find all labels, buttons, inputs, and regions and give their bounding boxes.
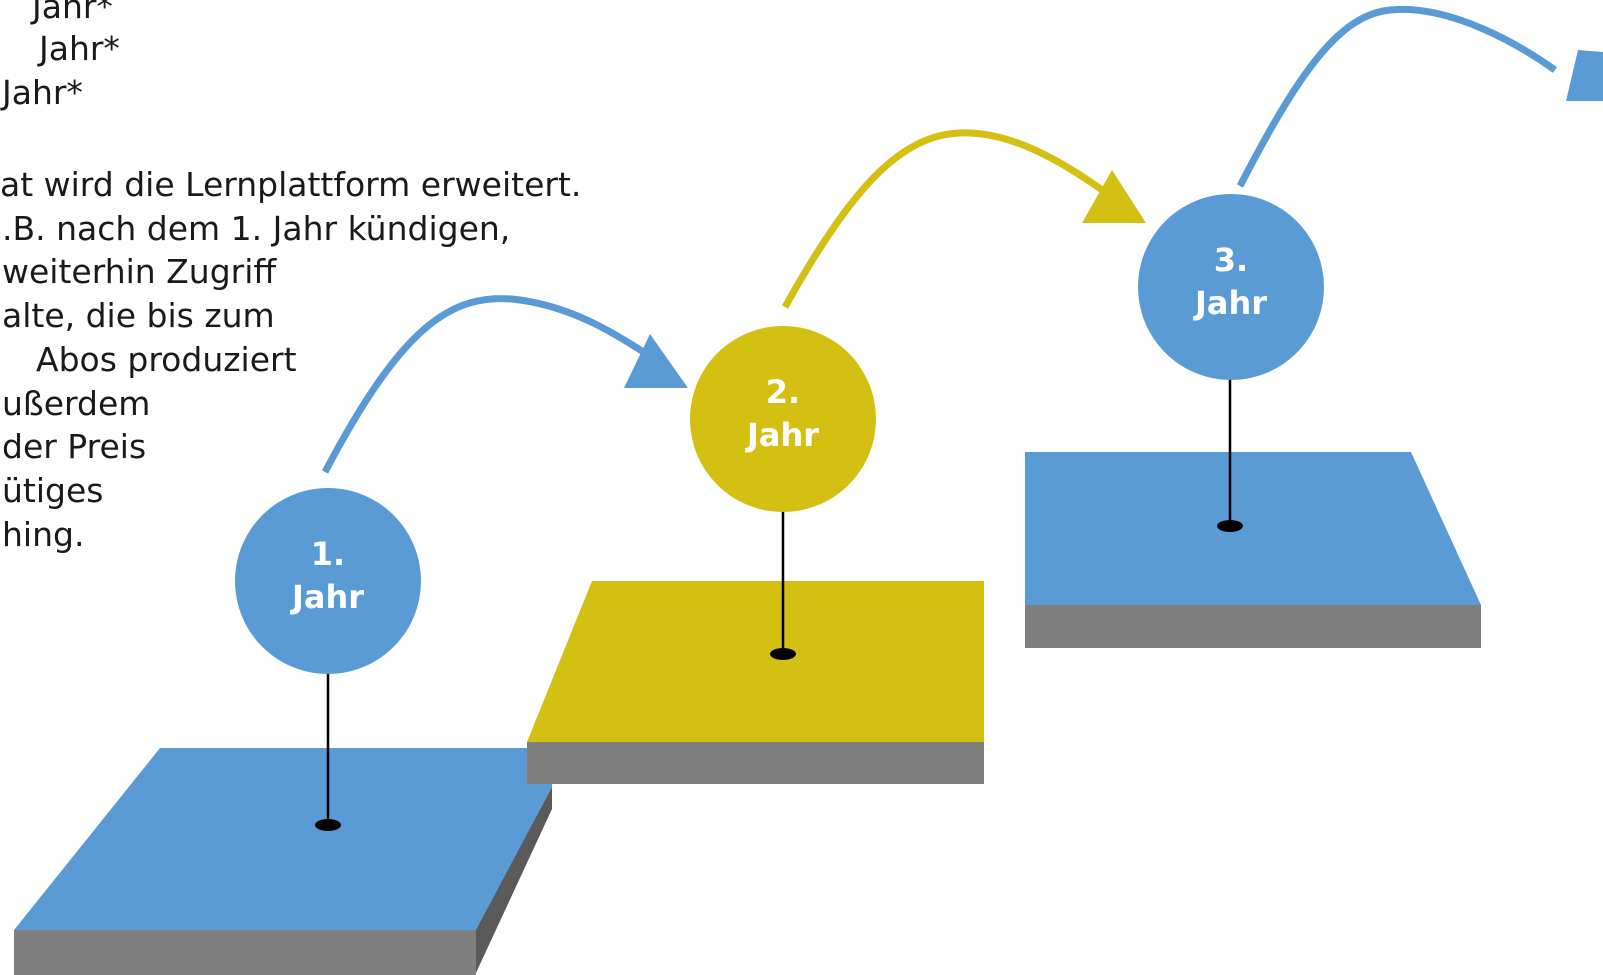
intro-line: der Preis bbox=[2, 427, 146, 466]
platform-top bbox=[1025, 452, 1481, 605]
arrow-head-icon bbox=[1566, 50, 1603, 101]
platform-top bbox=[527, 581, 984, 742]
intro-line: at wird die Lernplattform erweitert. bbox=[0, 165, 581, 204]
intro-line: ußerdem bbox=[2, 384, 150, 423]
pin-base bbox=[315, 819, 341, 831]
pin-base bbox=[1217, 520, 1243, 532]
badge-label: Jahr bbox=[290, 578, 364, 616]
intro-line: Abos produziert bbox=[36, 340, 297, 379]
badge-number: 1. bbox=[311, 535, 345, 573]
platform-front bbox=[527, 742, 984, 784]
pins bbox=[315, 378, 1243, 831]
intro-line: .B. nach dem 1. Jahr kündigen, bbox=[2, 209, 510, 248]
step-2-platform bbox=[527, 581, 984, 784]
arrow-curve bbox=[1236, 5, 1558, 188]
badge-label: Jahr bbox=[1193, 284, 1267, 322]
intro-line: weiterhin Zugriff bbox=[2, 252, 277, 291]
intro-line: hing. bbox=[2, 515, 84, 554]
badge-number: 3. bbox=[1214, 241, 1248, 279]
intro-line: Jahr* bbox=[30, 0, 113, 26]
badge-number: 2. bbox=[766, 373, 800, 411]
arrow-curve bbox=[321, 295, 650, 474]
badge-circle bbox=[690, 326, 876, 512]
platform-front bbox=[1025, 605, 1481, 648]
badge-circle bbox=[1138, 194, 1324, 380]
pin-base bbox=[770, 648, 796, 660]
platform-top bbox=[14, 748, 552, 930]
platform-front bbox=[14, 930, 476, 975]
arrow-curve bbox=[781, 129, 1108, 309]
intro-text: Jahr* Jahr* Jahr* at wird die Lernplattf… bbox=[0, 0, 581, 554]
step-3-platform bbox=[1025, 452, 1481, 648]
intro-line: Jahr* bbox=[37, 29, 120, 68]
intro-line: ütiges bbox=[2, 471, 103, 510]
badge-circle bbox=[235, 488, 421, 674]
intro-line: alte, die bis zum bbox=[2, 296, 275, 335]
year-badge-1: 1. Jahr bbox=[235, 488, 421, 674]
arrow-head-icon bbox=[1082, 170, 1146, 223]
progress-arrows bbox=[321, 5, 1603, 474]
platform-side bbox=[475, 787, 552, 975]
intro-line: Jahr* bbox=[0, 73, 83, 112]
year-badge-3: 3. Jahr bbox=[1138, 194, 1324, 380]
year-badge-2: 2. Jahr bbox=[690, 326, 876, 512]
badge-label: Jahr bbox=[745, 416, 819, 454]
arrow-head-icon bbox=[624, 334, 688, 388]
step-1-platform bbox=[14, 748, 552, 975]
